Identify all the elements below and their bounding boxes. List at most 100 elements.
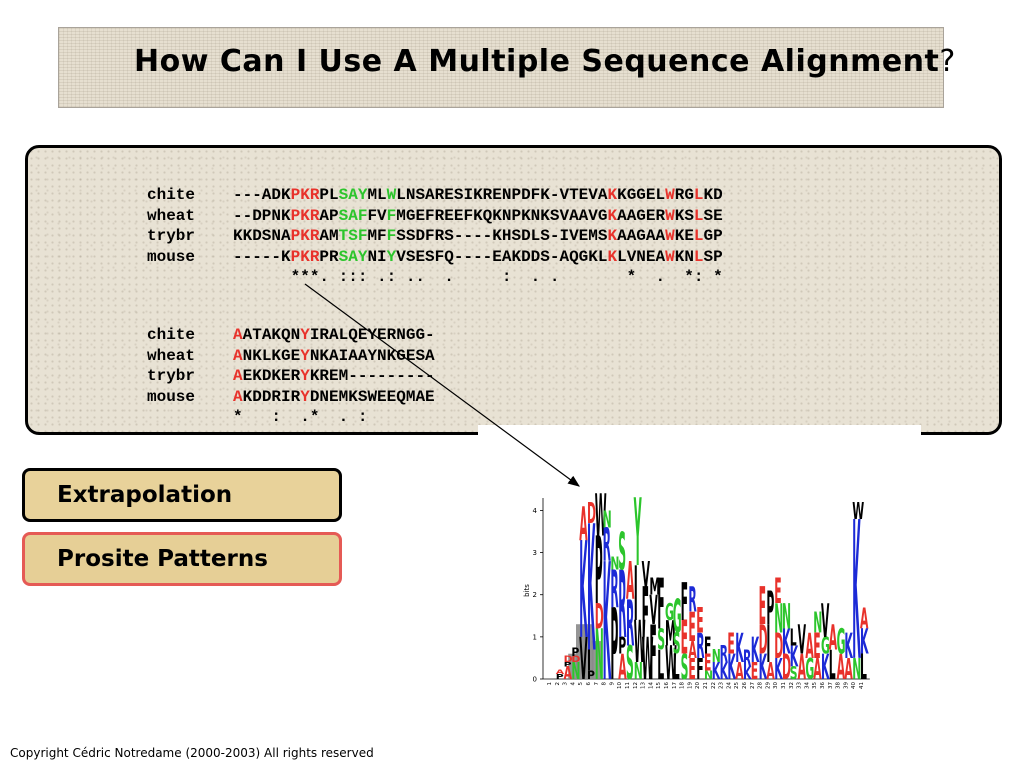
residues: PL (319, 186, 339, 205)
logo-residue-W: W (642, 625, 654, 693)
logo-position-label: 36 (820, 682, 826, 689)
logo-residue-M: M (649, 574, 660, 601)
logo-residue-E: E (774, 572, 781, 612)
logo-error-bar (583, 624, 594, 679)
logo-position-label: 7 (594, 682, 600, 686)
logo-residue-G: G (805, 654, 814, 687)
logo-position-label: 35 (812, 682, 818, 689)
logo-residue-N: N (595, 615, 604, 696)
logo-position-label: 17 (672, 682, 678, 689)
logo-residue-L: L (657, 642, 664, 688)
logo-residue-N: N (704, 669, 713, 682)
logo-residue-A: A (805, 627, 813, 667)
logo-error-bar (591, 641, 602, 679)
logo-position-label: 32 (789, 682, 795, 689)
sequence-text: ***. ::: .: .. . : . . * . *: * (233, 268, 723, 286)
logo-error-bar (568, 653, 578, 679)
logo-residue-K: K (727, 648, 736, 688)
logo-residue-S: S (657, 624, 665, 657)
residues: AAGAA (617, 227, 666, 246)
residues: NI (367, 247, 387, 266)
sequence-text: KKDSNAPKRAMTSFMFFSSDFRS----KHSDLS-IVEMSK… (233, 227, 723, 245)
highlighted-residues: W (665, 247, 675, 266)
logo-residue-L: L (673, 648, 680, 688)
highlighted-residues: SAY (338, 247, 368, 266)
logo-residue-R: R (618, 551, 626, 659)
highlighted-residues: A (233, 367, 243, 386)
residues: --DPNK (233, 206, 291, 225)
residues: KKDSNA (233, 227, 291, 246)
logo-residue-E: E (704, 650, 711, 677)
logo-residue-L: L (790, 625, 797, 652)
residues: KREM--------- (309, 367, 435, 386)
logo-residue-K: K (852, 488, 861, 698)
prosite-patterns-button[interactable]: Prosite Patterns (22, 532, 342, 586)
residues: DNEMKSWEEQMAE (309, 387, 435, 406)
sequence-text: ---ADKPKRPLSAYMLWLNSARESIKRENPDFK-VTEVAK… (233, 186, 723, 204)
logo-residue-D: D (571, 655, 580, 665)
conservation-row: ***. ::: .: .. . : . . * . *: * (147, 267, 723, 288)
highlighted-residues: PKR (290, 247, 320, 266)
logo-residue-F: F (649, 609, 656, 697)
logo-position-label: 37 (828, 682, 834, 689)
highlighted-residues: K (607, 206, 618, 225)
logo-residue-S: S (618, 521, 626, 582)
highlighted-residues: A (233, 387, 243, 406)
logo-residue-S: S (626, 636, 634, 690)
logo-residue-A: A (579, 497, 587, 551)
logo-residue-P: P (587, 669, 595, 682)
logo-residue-N: N (571, 659, 580, 686)
logo-position-label: 31 (781, 682, 787, 689)
extrapolation-button[interactable]: Extrapolation (22, 468, 342, 522)
residues: AM (319, 227, 339, 246)
sequence-name: chite (147, 186, 196, 205)
logo-residue-P: P (610, 589, 618, 698)
logo-residue-K: K (587, 489, 596, 691)
logo-residue-A: A (837, 648, 845, 688)
logo-position-label: 21 (703, 682, 709, 689)
logo-residue-A: A (556, 669, 565, 676)
logo-residue-N: N (712, 648, 721, 667)
logo-residue-D: D (595, 597, 604, 637)
logo-y-tick-label: 1 (533, 633, 537, 641)
logo-residue-N: N (634, 659, 643, 686)
highlighted-residues: L (693, 247, 704, 266)
logo-residue-E: E (681, 611, 688, 665)
sequence-name: trybr (147, 367, 196, 386)
logo-residue-V: V (821, 594, 829, 648)
logo-error-bar (576, 624, 586, 679)
residues: AAGER (617, 206, 666, 225)
logo-position-label: 4 (570, 682, 576, 686)
slide-title: How Can I Use A Multiple Sequence Alignm… (134, 44, 956, 79)
residues: MGEFREEFKQKNPKNKSVAAVG (396, 206, 608, 225)
highlighted-residues: F (386, 206, 397, 225)
logo-residue-D: D (564, 655, 573, 665)
logo-residue-A: A (829, 618, 837, 658)
logo-residue-D: D (774, 627, 783, 667)
residues: MF (367, 227, 387, 246)
logo-residue-I: I (766, 614, 770, 675)
logo-residue-E: E (727, 629, 734, 662)
logo-residue-R: R (610, 559, 618, 620)
logo-residue-N: N (610, 555, 619, 574)
logo-position-label: 8 (602, 682, 608, 686)
logo-residue-A: A (844, 654, 852, 687)
highlighted-residues: PKR (290, 186, 320, 205)
residues: ---ADK (233, 186, 291, 205)
logo-y-tick-label: 0 (533, 676, 537, 684)
highlighted-residues: TSF (338, 227, 368, 246)
logo-position-label: 40 (851, 682, 857, 689)
logo-residue-E: E (751, 659, 758, 686)
logo-position-label: 6 (586, 682, 592, 686)
logo-residue-R: R (626, 587, 634, 661)
highlighted-residues: A (233, 326, 243, 345)
logo-residue-S: S (673, 629, 681, 662)
residues: ML (367, 186, 387, 205)
logo-residue-W: W (634, 608, 646, 676)
logo-residue-F: F (704, 633, 711, 660)
logo-residue-A: A (735, 659, 743, 686)
residues: KGGEL (617, 186, 666, 205)
logo-residue-A: A (766, 659, 774, 686)
logo-residue-N: N (852, 654, 861, 687)
